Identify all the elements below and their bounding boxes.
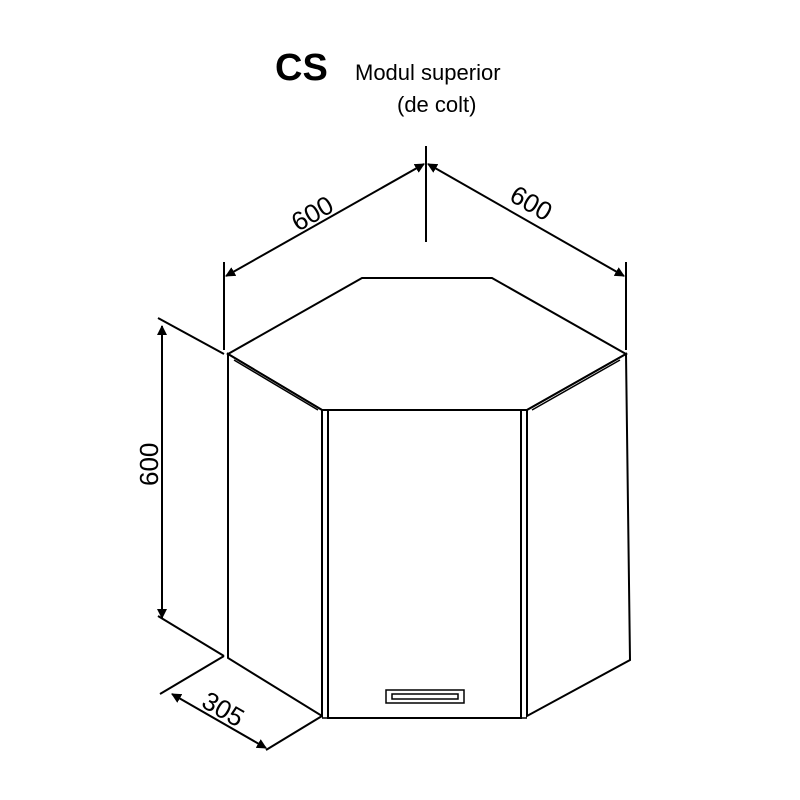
cabinet-right-side [526,352,632,718]
dim-label-width-left: 600 [286,190,339,238]
door-handle-icon [385,689,465,704]
dim-label-width-right: 600 [505,179,558,227]
dim-label-height: 600 [134,443,164,486]
title-code: CS [275,47,328,89]
dim-line-depth [171,693,267,749]
dim-line-width-right [427,163,625,277]
title-subtitle: (de colt) [397,92,476,117]
cabinet-door [327,409,522,719]
title-name: Modul superior [355,60,501,85]
cabinet-left-side [227,352,323,718]
dim-line-width-left [225,163,425,277]
dim-label-depth: 305 [197,685,250,733]
